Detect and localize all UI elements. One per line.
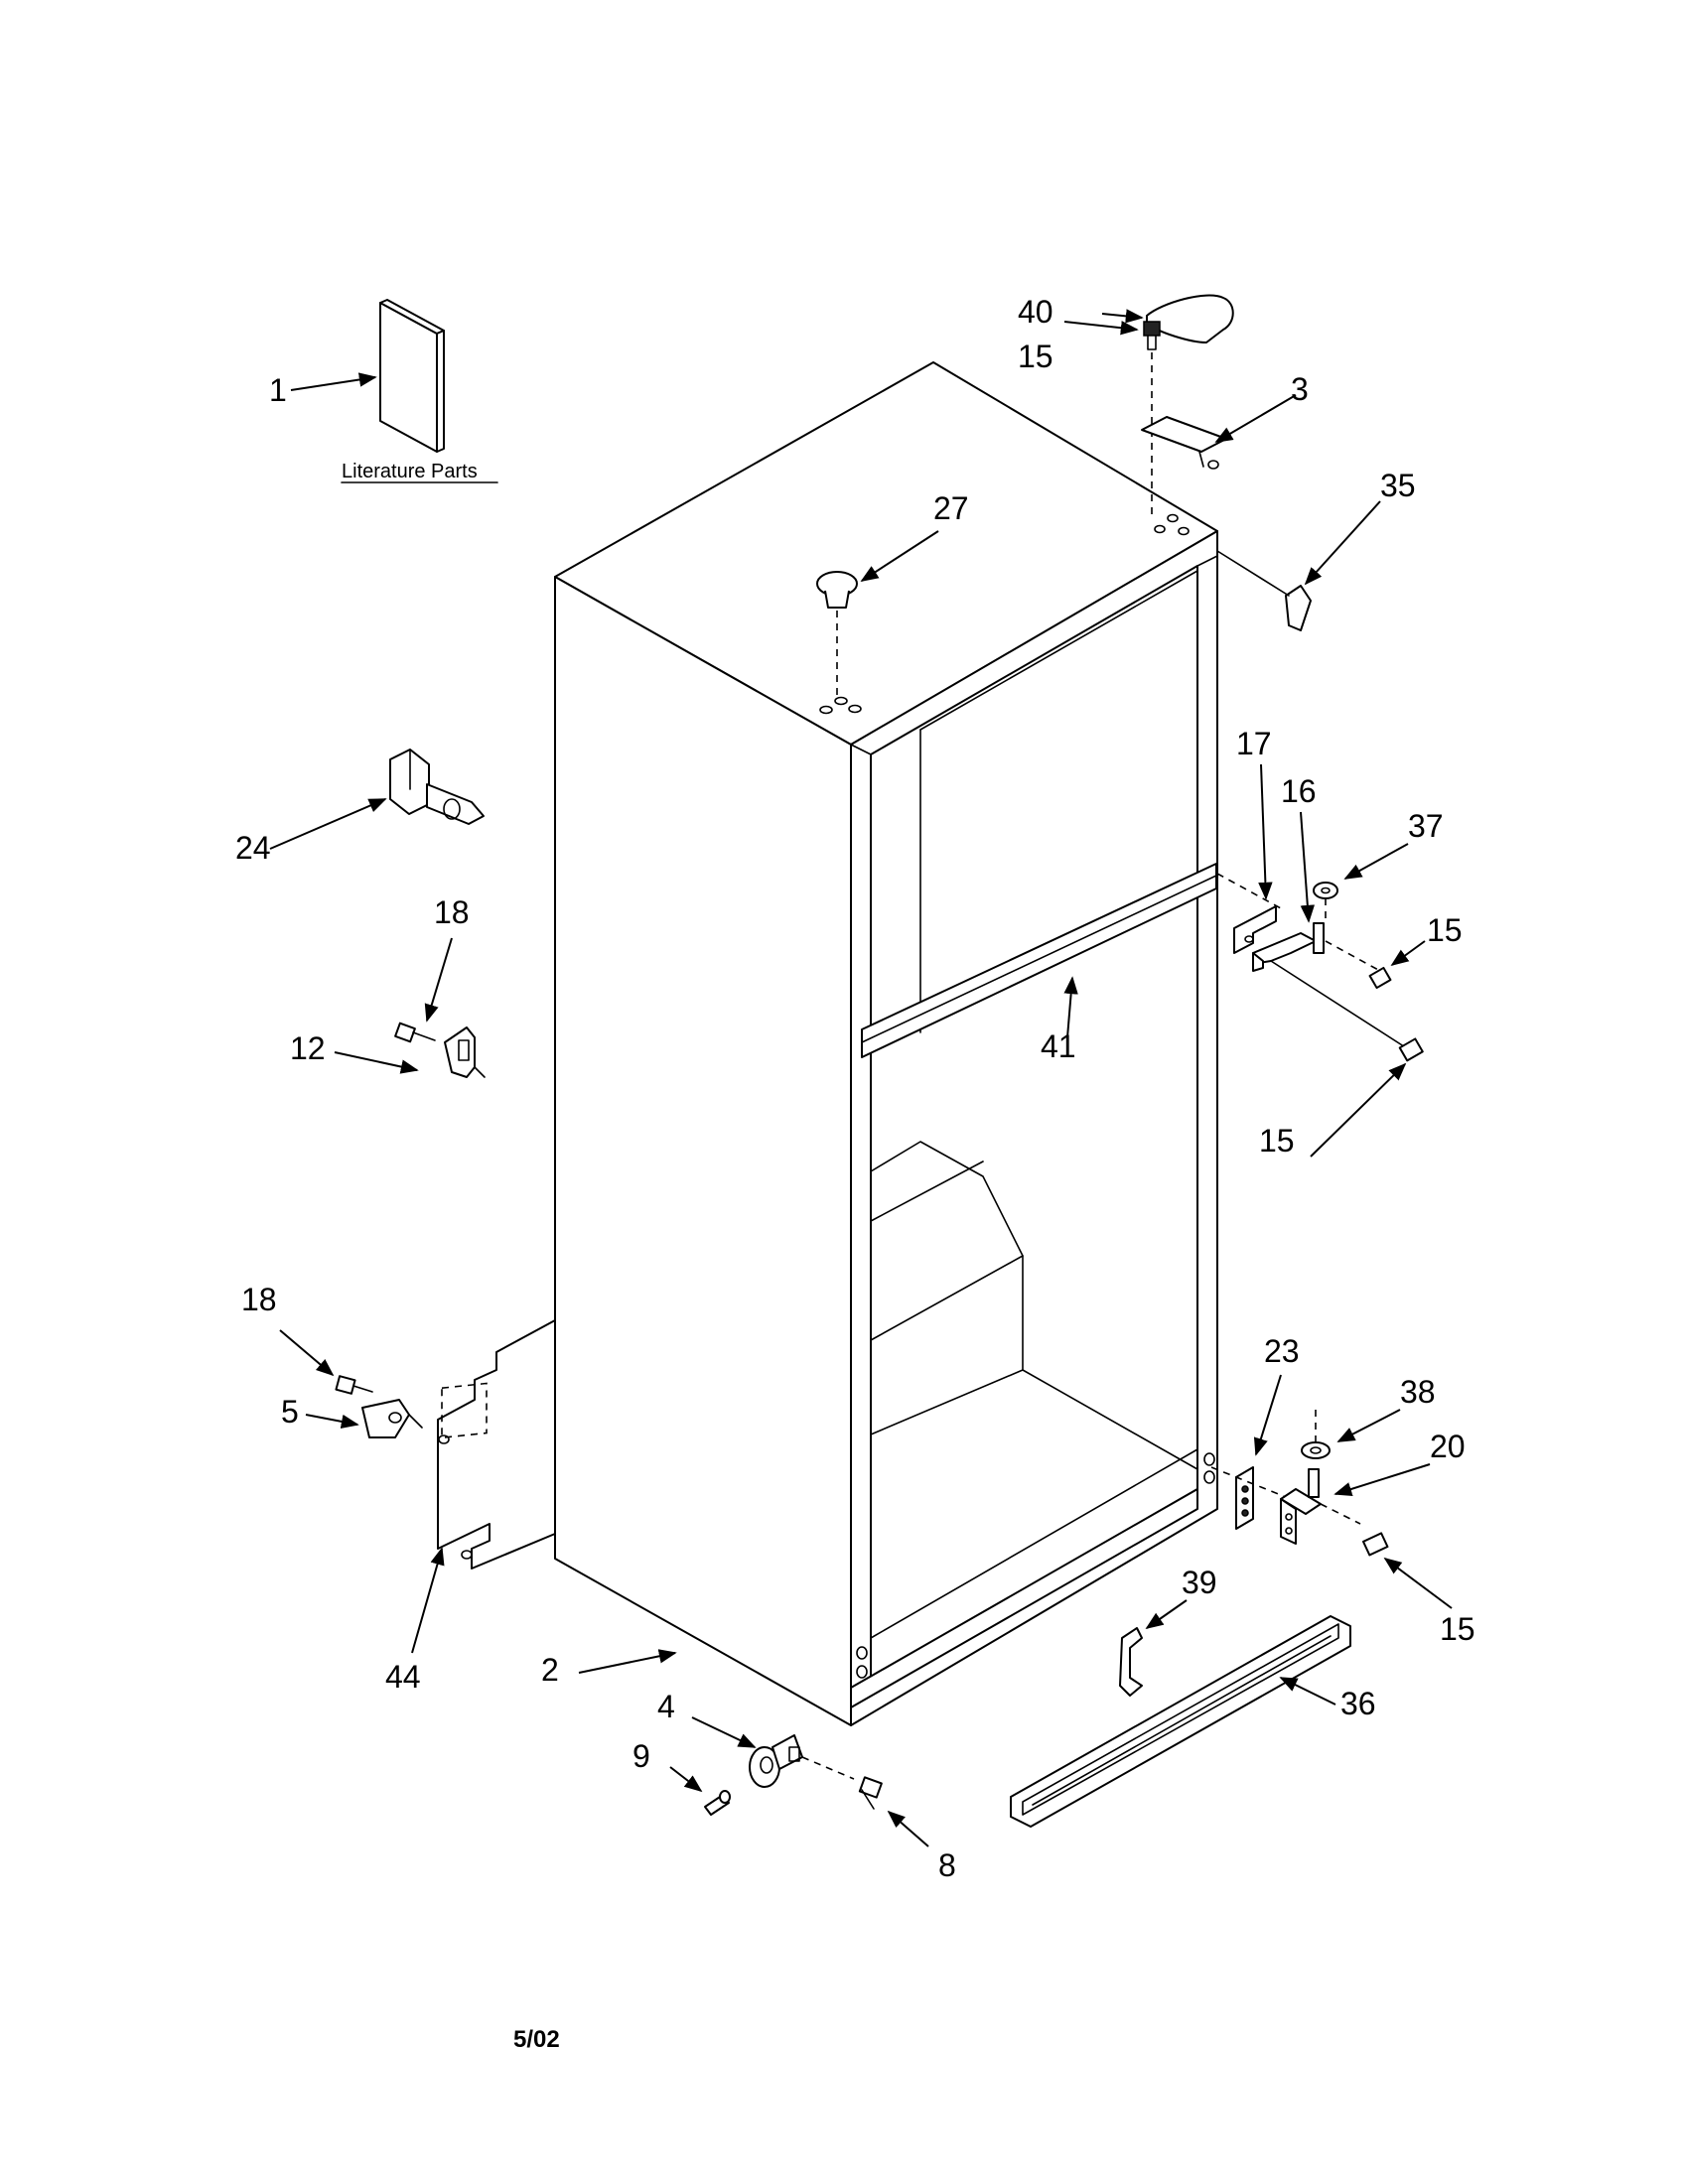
callout-5: 5 — [281, 1394, 299, 1430]
callout-15: 15 — [1427, 912, 1463, 948]
hinge-cover-cap — [1101, 294, 1234, 343]
base-grille — [1010, 1615, 1351, 1828]
callout-16: 16 — [1281, 773, 1317, 809]
tube-clamp-screw — [279, 1329, 373, 1395]
hinge-trim — [1216, 500, 1381, 631]
callout-35: 35 — [1380, 468, 1416, 503]
callout-37: 37 — [1408, 808, 1444, 844]
callout-15: 15 — [1018, 339, 1053, 374]
rear-access-panel — [411, 1319, 556, 1654]
caster-axle-pin — [669, 1766, 731, 1816]
date-code: 5/02 — [513, 2026, 560, 2053]
top-hinge — [1141, 394, 1297, 470]
callout-2: 2 — [541, 1652, 559, 1688]
top-plug — [816, 530, 939, 695]
callout-39: 39 — [1182, 1565, 1217, 1600]
roller-caster — [691, 1716, 855, 1788]
callout-8: 8 — [938, 1847, 956, 1883]
callout-41: 41 — [1041, 1028, 1076, 1064]
center-hinge-assembly — [1216, 763, 1426, 1158]
callout-4: 4 — [657, 1689, 675, 1724]
callout-1: 1 — [269, 372, 287, 408]
caster-screw — [858, 1776, 929, 1847]
callout-36: 36 — [1340, 1686, 1376, 1721]
callout-17: 17 — [1236, 726, 1272, 761]
lower-hinge-assembly — [1210, 1374, 1453, 1609]
door-stop-bracket — [334, 1026, 486, 1078]
literature-caption: Literature Parts — [342, 461, 478, 482]
callout-23: 23 — [1264, 1333, 1300, 1369]
literature-booklet — [290, 299, 445, 453]
callout-27: 27 — [933, 490, 969, 526]
tube-clamp — [305, 1399, 423, 1438]
callout-18: 18 — [434, 894, 470, 930]
callout-24: 24 — [235, 830, 271, 866]
grille-clip — [1119, 1599, 1188, 1697]
callout-44: 44 — [385, 1659, 421, 1695]
callout-40: 40 — [1018, 294, 1053, 330]
callout-38: 38 — [1400, 1374, 1436, 1410]
callout-15: 15 — [1259, 1123, 1295, 1159]
callout-12: 12 — [290, 1030, 326, 1066]
door-stop-pin — [269, 749, 485, 850]
callout-9: 9 — [632, 1738, 650, 1774]
cabinet — [554, 361, 1218, 1726]
callout-3: 3 — [1291, 371, 1309, 407]
callout-18: 18 — [241, 1282, 277, 1317]
callout-20: 20 — [1430, 1429, 1466, 1464]
callout-15: 15 — [1440, 1611, 1475, 1647]
door-stop-screw — [394, 937, 453, 1043]
